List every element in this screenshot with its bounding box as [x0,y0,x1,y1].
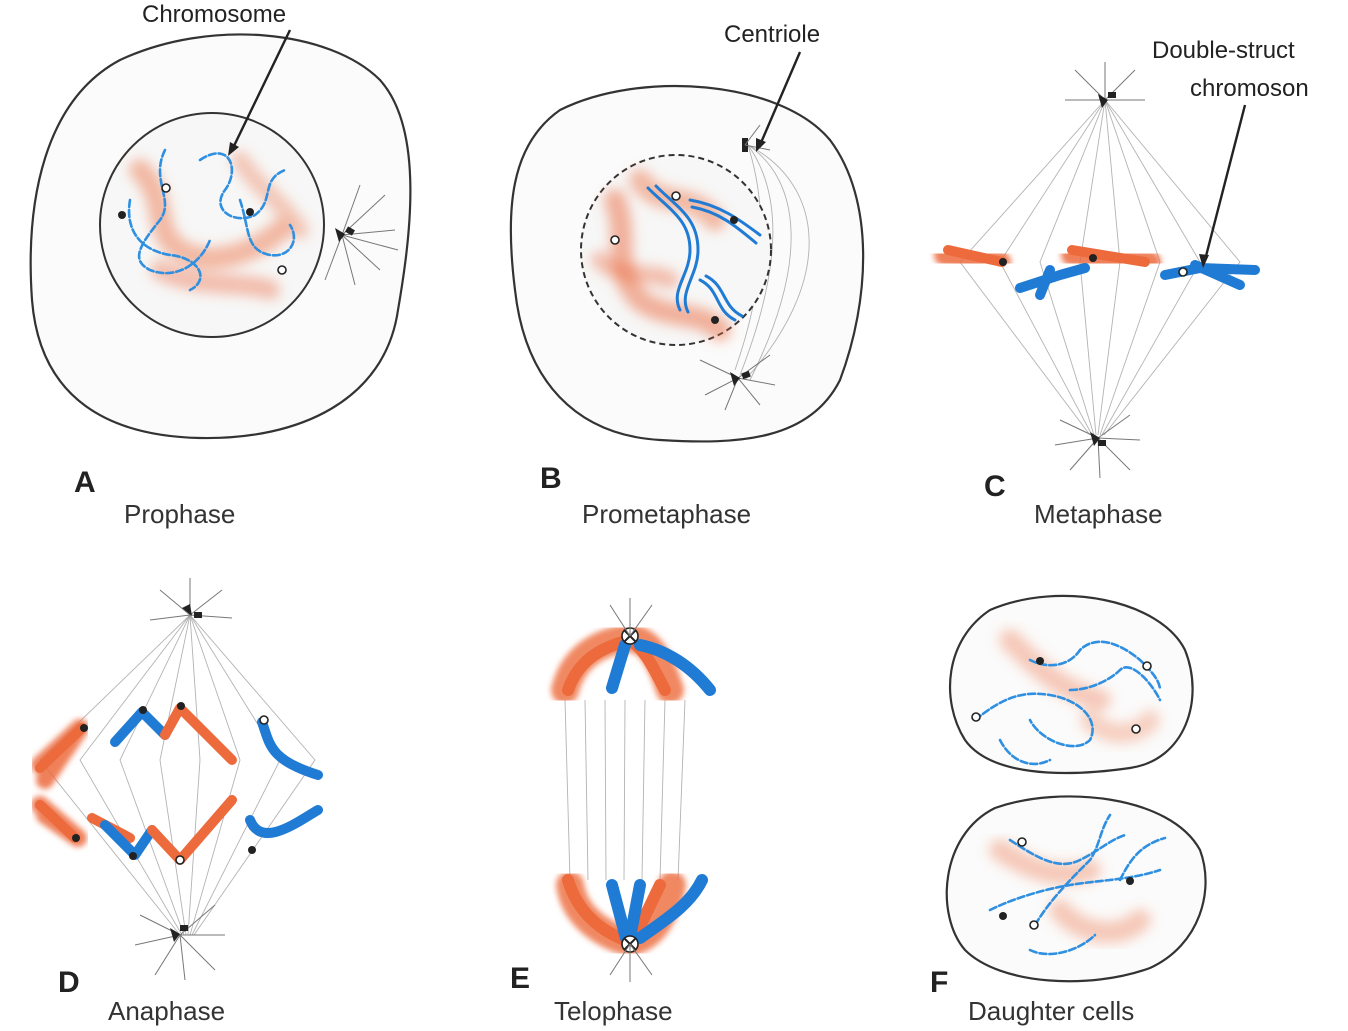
chromosome-threads-blue [127,148,296,292]
chromosome-label: Chromosome [142,1,286,28]
aster-top [1065,62,1145,108]
double-structure-label-line2: chromoson [1190,75,1309,102]
bottom-chromosome-cluster [556,871,708,956]
double-structure-label-line1: Double-struct [1152,37,1295,64]
panel-letter-a: A [74,466,96,499]
centriole-callout: Centriole [724,21,820,152]
centromeres [610,191,738,324]
phase-label-prometaphase: Prometaphase [582,499,751,529]
centriole-aster [324,184,399,286]
centriole-icon [335,228,345,242]
spindle-fibers [39,614,316,936]
phase-label-telophase: Telophase [554,996,673,1026]
panel-letter-e: E [510,962,530,995]
panel-c-metaphase: Double-struct chromoson C Metaphase [934,37,1309,529]
panel-d-anaphase: D Anaphase [31,578,323,1026]
panel-f-daughter-cells: F Daughter cells [930,594,1207,1026]
spindle-fibers [734,144,810,381]
panel-letter-b: B [540,462,562,495]
panel-a-prophase: Chromosome A Prophase [29,1,412,529]
aster-bottom [134,904,225,981]
aster-top [149,578,233,621]
phase-label-metaphase: Metaphase [1034,499,1163,529]
top-chromosome-cluster [551,624,716,704]
aster-bottom [1054,414,1141,479]
daughter-cell-bottom [945,795,1207,983]
double-structure-callout: Double-struct chromoson [1152,37,1309,268]
panel-letter-c: C [984,470,1006,503]
chromosomes-blue [646,184,762,322]
asters [609,598,653,982]
centromeres [118,183,287,275]
chromosome-callout: Chromosome [142,1,292,156]
panel-letter-d: D [58,966,80,999]
centriole-label: Centriole [724,21,820,48]
panel-e-telophase: E Telophase [510,598,716,1026]
phase-label-daughter-cells: Daughter cells [968,996,1134,1026]
phase-label-anaphase: Anaphase [108,996,225,1026]
panel-letter-f: F [930,966,948,999]
spindle-fibers [564,699,686,881]
daughter-cell-top [948,594,1194,775]
phase-label-prophase: Prophase [124,499,235,529]
metaphase-plate-chromosomes [934,244,1260,300]
panel-b-prometaphase: Centriole B Prometaphase [509,21,865,529]
centriole-aster-bottom [699,354,776,411]
separating-chromatids [31,702,323,865]
